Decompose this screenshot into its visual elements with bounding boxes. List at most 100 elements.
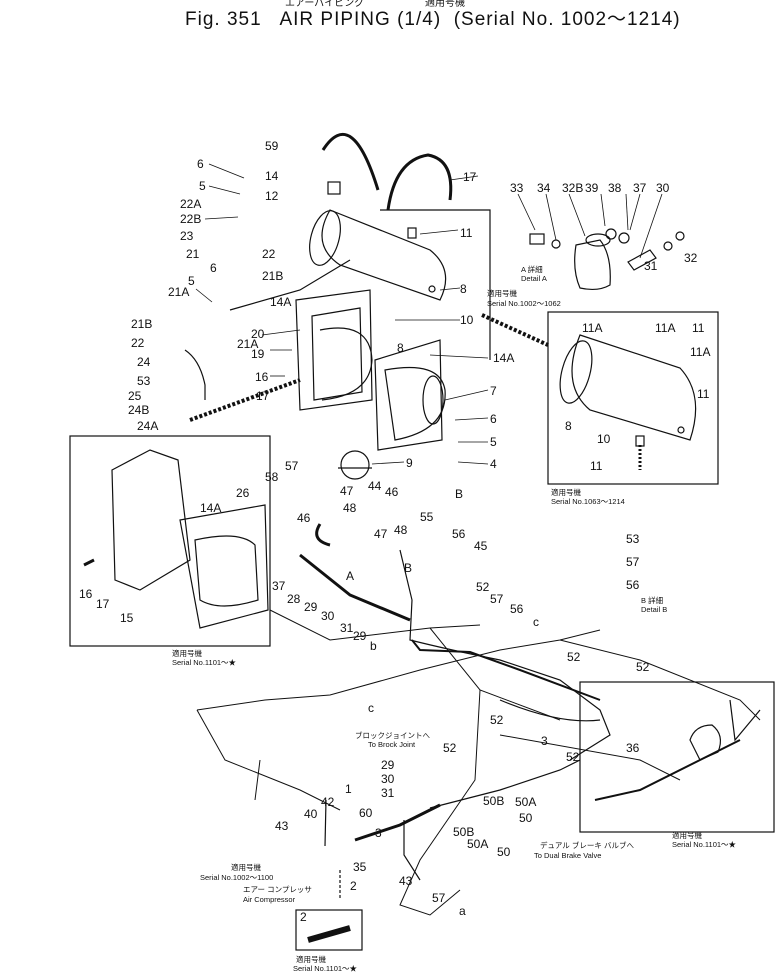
callout-42: 42 — [321, 795, 335, 809]
callout-32a: 31 — [644, 259, 658, 273]
callout-60: c — [368, 701, 374, 715]
callout-13: 14 — [265, 169, 279, 183]
figure-number: Fig. 351 — [185, 9, 262, 30]
tank-bracket-assembly — [295, 289, 446, 480]
callout-b: B — [455, 487, 463, 501]
hose-tank-right — [481, 313, 549, 347]
callout-32: 30 — [656, 181, 670, 195]
callout-50-2: 50 — [497, 845, 511, 859]
callout-52: 53 — [137, 374, 151, 388]
callout-7: 7 — [490, 384, 497, 398]
detail-a-parts — [529, 228, 685, 291]
callout-39: 39 — [585, 181, 599, 195]
callout-18: 19 — [251, 347, 265, 361]
callout-19: 20 — [251, 327, 265, 341]
serial-japanese: 適用号機 — [425, 0, 465, 9]
air-tank-right — [559, 334, 697, 470]
callout-54b: 56 — [510, 602, 524, 616]
detail-frame-right — [547, 311, 719, 485]
air-compressor: Air Compressor — [243, 895, 296, 904]
detail-frame-upper — [380, 209, 491, 360]
callout-6c: 6 — [490, 412, 497, 426]
callout-49: 48 — [343, 501, 357, 515]
serial-1101-right: Serial No.1101～★ — [672, 840, 737, 849]
detail-b: Detail B — [641, 605, 667, 614]
callout-8: 8 — [460, 282, 467, 296]
callout-55: 57 — [285, 459, 299, 473]
serial-1101-right-jp: 適用号機 — [672, 830, 702, 840]
callout-50b: 50B — [483, 794, 504, 808]
callout-47b: 46 — [385, 485, 399, 499]
pipe-upper — [229, 259, 351, 311]
callout-3b: 3 — [375, 826, 382, 840]
callout-8b: 8 — [397, 341, 404, 355]
to-block-joint-jp: ブロックジョイントへ — [355, 730, 430, 740]
callout-30: 30 — [321, 609, 335, 623]
callout-21a-left: 21B — [131, 317, 152, 331]
callout-49b: 48 — [394, 523, 408, 537]
callout-11: 11 — [460, 226, 473, 240]
serial-1101-left: Serial No.1101～★ — [172, 658, 237, 667]
detail-frame-bottom — [295, 909, 363, 951]
detail-frame-left — [69, 435, 271, 647]
callout-37: 37 — [633, 181, 647, 195]
callout-59: b — [370, 639, 377, 653]
callout-45: 44 — [368, 479, 382, 493]
hose-24 — [189, 378, 301, 422]
callout-24a: 24B — [128, 403, 149, 417]
callout-51: 52 — [476, 580, 490, 594]
callout-11a-c: 11A — [690, 345, 710, 359]
figure-name: AIR PIPING (1/4) — [279, 9, 442, 30]
callout-b2: B — [404, 561, 412, 575]
callout-36: 35 — [353, 860, 367, 874]
callout-23: 24 — [137, 355, 151, 369]
callout-52b: 53 — [626, 532, 640, 546]
callout-21a: 21B — [262, 269, 283, 283]
callout-46: 45 — [474, 539, 488, 553]
serial-1063-1214-jp: 適用号機 — [551, 487, 581, 497]
callout-31: 31 — [340, 621, 354, 635]
callout-2: 2 — [350, 879, 357, 893]
callout-54c: 56 — [626, 578, 640, 592]
detail-a: Detail A — [521, 274, 547, 283]
callout-53: 55 — [420, 510, 434, 524]
dual-brake: To Dual Brake Valve — [534, 851, 601, 860]
callout-12: 12 — [265, 189, 279, 203]
serial-1101-bottom-jp: 適用号機 — [296, 954, 326, 964]
callout-10a: 11 — [590, 459, 603, 473]
callout-21b-left: 22 — [131, 336, 145, 350]
callout-15b: 16 — [79, 587, 93, 601]
callout-55c: 57 — [626, 555, 640, 569]
leader-lines — [195, 163, 663, 465]
callout-51e: 52 — [443, 741, 457, 755]
serial-1002-1100-jp: 適用号機 — [231, 862, 261, 872]
callout-14a: 15 — [120, 611, 134, 625]
detail-2a-fitting — [307, 925, 351, 943]
callout-10b: 10 — [597, 432, 611, 446]
callout-50a-2: 50A — [467, 837, 488, 851]
callout-38: 38 — [608, 181, 622, 195]
callout-34: 33 — [510, 181, 524, 195]
callout-25: 26 — [236, 486, 250, 500]
callout-1: 1 — [345, 782, 352, 796]
detail-frame-bottom-right — [579, 681, 775, 833]
callout-26: 28 — [287, 592, 301, 606]
callout-5b: 5 — [188, 274, 195, 288]
callout-50a: 50A — [515, 795, 536, 809]
callout-29: 29 — [304, 600, 318, 614]
callout-5: 5 — [199, 179, 206, 193]
callout-2a: 2 — [300, 910, 307, 924]
callout-4: 4 — [490, 457, 497, 471]
callout-60b: c — [533, 615, 539, 629]
callout-9: 9 — [406, 456, 413, 470]
callout-17b: 17 — [463, 170, 477, 184]
callout-33: 32B — [562, 181, 583, 195]
callout-51f: 52 — [566, 750, 580, 764]
callout-14: 14A — [270, 295, 291, 309]
serial-1002-1062-jp: 適用号機 — [487, 288, 517, 298]
detail-bottom-right-parts — [594, 699, 761, 801]
callout-6: 6 — [197, 157, 204, 171]
callout-14c: 14A — [200, 501, 221, 515]
serial-1002-1100: Serial No.1002～1100 — [200, 873, 273, 882]
